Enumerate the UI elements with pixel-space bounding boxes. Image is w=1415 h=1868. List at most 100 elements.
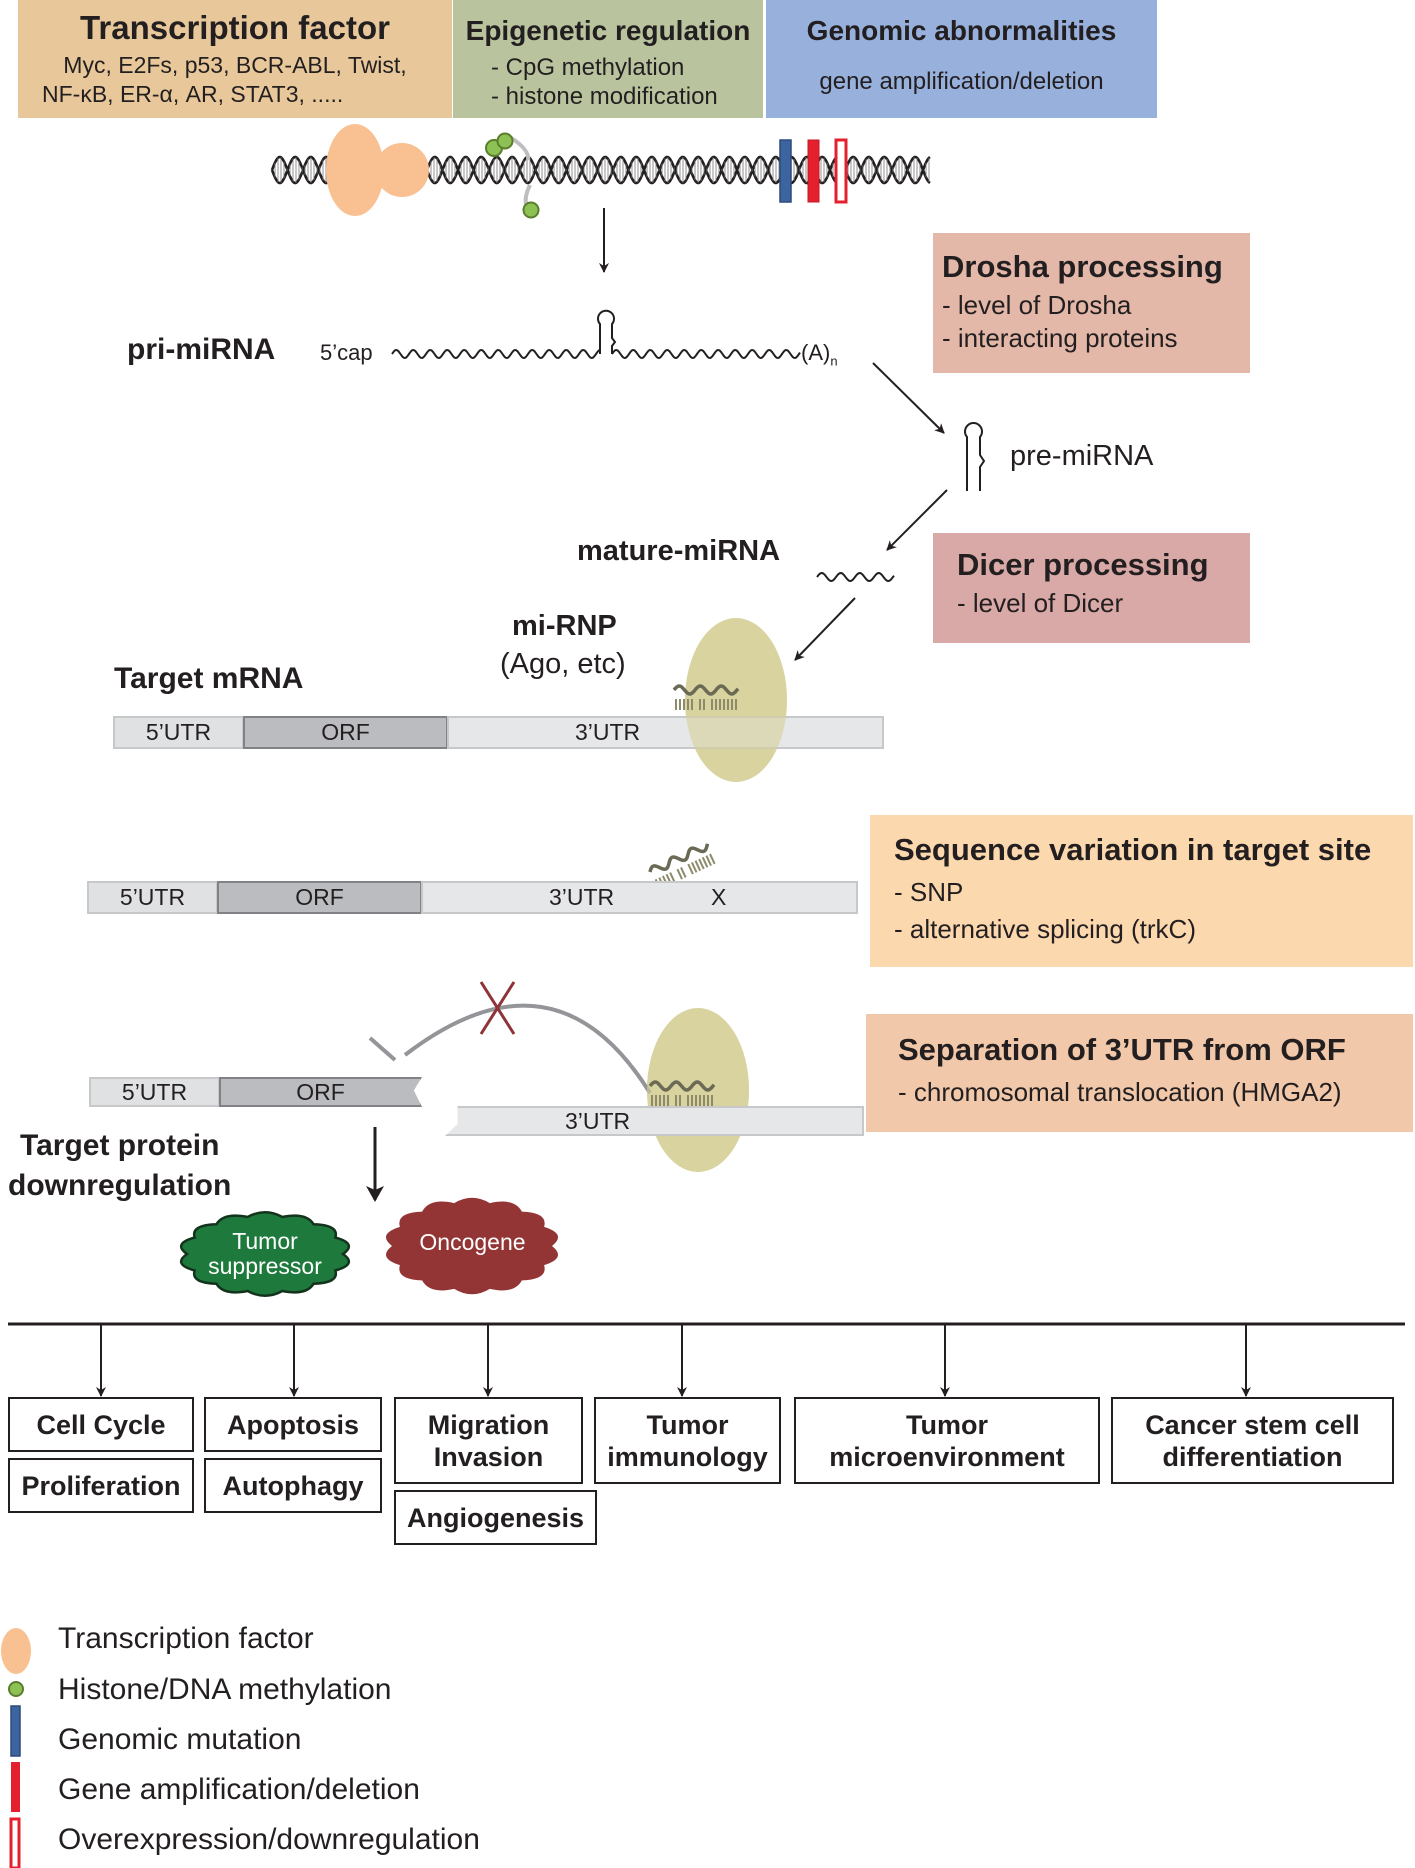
pri-mirna-strand: [611, 348, 801, 360]
pre-mirna-hairpin: [964, 422, 986, 491]
base-pair: [669, 872, 676, 883]
epigenetic-title: Epigenetic regulation: [465, 15, 751, 46]
blocked-x-icon: [479, 981, 516, 1035]
overexpression-bar: [834, 138, 848, 204]
mirna-strand: [648, 1080, 716, 1092]
function-box-proliferation: Proliferation: [8, 1458, 194, 1513]
snp-mark: X: [711, 884, 727, 910]
base-pair: [709, 853, 716, 865]
transcription-factor-box: Transcription factor Myc, E2Fs, p53, BCR…: [18, 0, 452, 118]
drosha-item: - interacting proteins: [942, 323, 1178, 353]
pri-mirna-strand: [391, 348, 601, 360]
function-label: Invasion: [433, 1441, 544, 1472]
overexpression-bar-icon: [9, 1817, 21, 1868]
sequence-variation-note: Sequence variation in target site - SNP …: [870, 815, 1413, 967]
function-label: differentiation: [1162, 1441, 1343, 1472]
mirna-base-pairs: [651, 1095, 713, 1106]
mirna-strand: [672, 684, 740, 696]
genomic-mutation-bar-icon: [10, 1705, 21, 1757]
tumor-suppressor-cloud: [179, 1211, 351, 1297]
utr5-segment: 5’UTR: [113, 716, 244, 749]
dicer-item: - level of Dicer: [957, 588, 1124, 618]
legend-label: Overexpression/downregulation: [58, 1823, 480, 1856]
base-pair: [680, 867, 687, 878]
function-label: Autophagy: [222, 1470, 364, 1501]
base-pair: [676, 868, 683, 880]
function-label: Cancer stem cell: [1145, 1409, 1360, 1440]
drosha-arrow: [872, 362, 945, 434]
function-box-apoptosis: Apoptosis: [204, 1397, 382, 1452]
poly-a-text: (A): [801, 340, 831, 365]
pri-mirna-hairpin: [597, 309, 617, 354]
function-box-cell-cycle: Cell Cycle: [8, 1397, 194, 1452]
function-label: immunology: [607, 1441, 768, 1472]
orf-segment: ORF: [243, 716, 448, 749]
function-label: Tumor: [906, 1409, 988, 1440]
orf-segment: ORF: [217, 881, 422, 914]
separation-item: - chromosomal translocation (HMGA2): [898, 1077, 1342, 1107]
pri-mirna-label: pri-miRNA: [127, 333, 276, 366]
methylation-dot-icon: [522, 201, 540, 219]
base-pair: [698, 858, 705, 870]
legend-label: Genomic mutation: [58, 1723, 302, 1756]
mrna-row-split: 5’UTR ORF 3’UTR: [89, 1077, 864, 1167]
separation-note: Separation of 3’UTR from ORF - chromosom…: [866, 1014, 1413, 1132]
inhibition-arc: [403, 1003, 652, 1095]
oncogene-label: Oncogene: [419, 1229, 526, 1255]
outcome-title-line: downregulation: [8, 1169, 232, 1202]
mi-rnp-sublabel: (Ago, etc): [500, 648, 626, 680]
function-label: Angiogenesis: [406, 1502, 585, 1533]
mrna-row: 5’UTR ORF 3’UTR X: [87, 881, 858, 914]
mrna-row: 5’UTR ORF 3’UTR: [113, 716, 884, 749]
mirna-base-pairs: [654, 853, 716, 890]
methylation-dot-icon: [8, 1681, 24, 1697]
epigenetic-item: - CpG methylation: [491, 54, 685, 81]
poly-a-tail-label: (A)n: [801, 340, 838, 368]
mirna-base-pairs: [675, 699, 737, 710]
transcription-factor-line2: NF-κB, ER-α, AR, STAT3, .....: [42, 81, 344, 107]
base-pair: [705, 855, 712, 867]
mi-rnp-label: mi-RNP: [512, 610, 617, 642]
utr3-label: 3’UTR: [549, 884, 615, 910]
epigenetic-item: - histone modification: [491, 83, 718, 110]
function-label: Migration: [427, 1409, 550, 1440]
tumor-suppressor-line: suppressor: [208, 1253, 322, 1279]
genomic-mutation-bar: [779, 139, 792, 203]
orf-segment: ORF: [219, 1077, 422, 1107]
methylation-marks: [485, 132, 540, 219]
mature-mirna-strand: [816, 571, 895, 583]
genomic-line: gene amplification/deletion: [819, 68, 1104, 95]
utr3-segment: 3’UTR: [447, 716, 884, 749]
function-box-angiogenesis: Angiogenesis: [394, 1490, 597, 1545]
pre-mirna-label: pre-miRNA: [1010, 440, 1154, 472]
loading-arrow: [794, 597, 856, 661]
utr5-segment: 5’UTR: [89, 1077, 220, 1107]
separation-title: Separation of 3’UTR from ORF: [898, 1032, 1346, 1067]
utr5-segment: 5’UTR: [87, 881, 218, 914]
drosha-title: Drosha processing: [942, 249, 1223, 284]
function-box-autophagy: Autophagy: [204, 1458, 382, 1513]
legend-label: Histone/DNA methylation: [58, 1673, 392, 1706]
sequence-variation-title: Sequence variation in target site: [894, 832, 1372, 867]
target-mrna-label: Target mRNA: [114, 662, 304, 695]
function-label: Proliferation: [21, 1470, 181, 1501]
utr3-segment: 3’UTR: [445, 1106, 864, 1136]
transcription-factor-line1: Myc, E2Fs, p53, BCR-ABL, Twist,: [63, 52, 407, 78]
utr3-label: 3’UTR: [565, 1107, 631, 1134]
base-pair: [701, 856, 709, 868]
dicer-note: Dicer processing - level of Dicer: [933, 533, 1250, 643]
transcription-factor-icon: [1, 1628, 31, 1674]
utr3-segment: 3’UTR X: [421, 881, 858, 914]
function-label: Apoptosis: [227, 1409, 359, 1440]
five-cap-label: 5’cap: [320, 340, 373, 365]
sequence-variation-item: - alternative splicing (trkC): [894, 914, 1196, 944]
tumor-suppressor-line: Tumor: [232, 1228, 298, 1254]
dicer-title: Dicer processing: [957, 547, 1209, 582]
methylation-dot-icon: [496, 132, 514, 150]
amplification-bar-icon: [11, 1762, 20, 1812]
legend-label: Transcription factor: [58, 1622, 314, 1655]
